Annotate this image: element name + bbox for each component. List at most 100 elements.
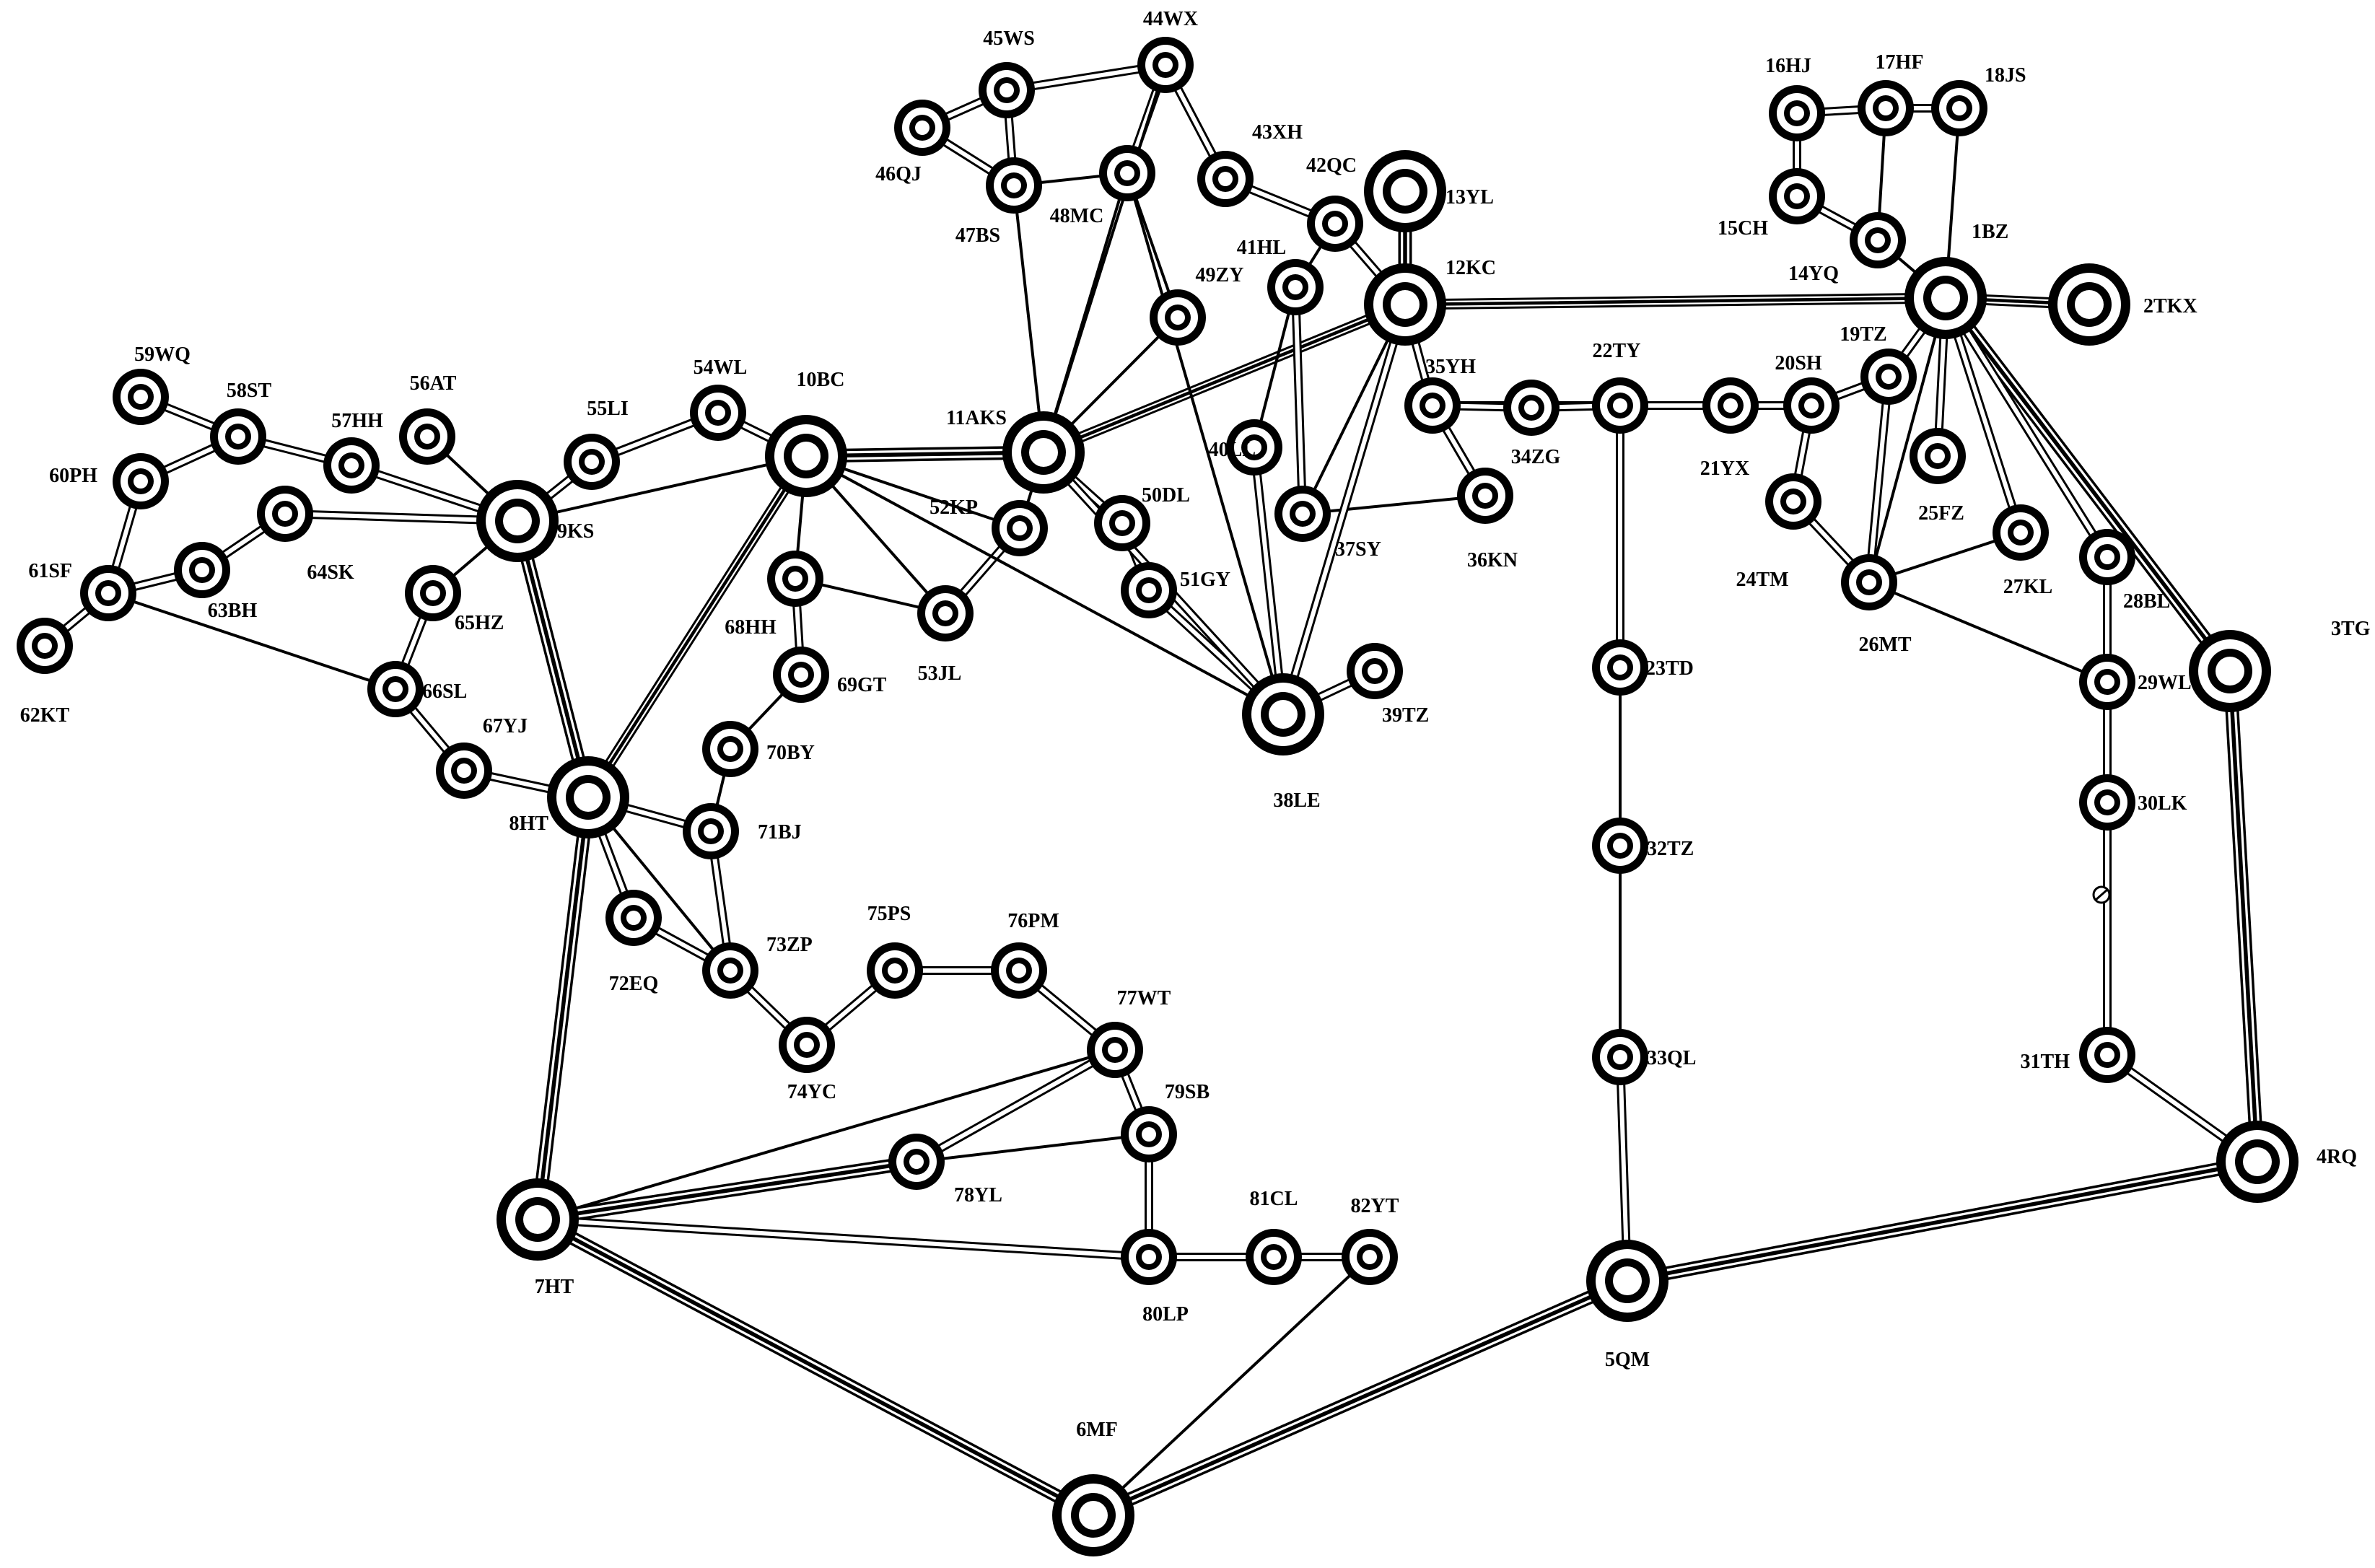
node-8HT[interactable]: [547, 756, 629, 838]
node-41HL[interactable]: [1267, 259, 1324, 315]
node-58ST[interactable]: [210, 408, 266, 465]
node-70BY[interactable]: [702, 721, 758, 777]
node-4RQ[interactable]: [2216, 1121, 2299, 1203]
node-79SB[interactable]: [1121, 1106, 1177, 1162]
node-45WS[interactable]: [979, 62, 1035, 118]
node-9KS[interactable]: [476, 480, 559, 562]
node-73ZP[interactable]: [702, 942, 758, 999]
node-57HH[interactable]: [323, 437, 380, 494]
node-26MT[interactable]: [1841, 554, 1897, 610]
node-7HT[interactable]: [497, 1178, 579, 1261]
node-2TKX[interactable]: [2048, 263, 2130, 346]
node-56AT[interactable]: [399, 408, 455, 465]
node-72EQ[interactable]: [605, 890, 662, 946]
node-51GY[interactable]: [1121, 562, 1177, 618]
edge-8HT-10BC: [582, 450, 812, 803]
node-18JS[interactable]: [1931, 80, 1987, 136]
node-label-30LK: 30LK: [2138, 792, 2187, 815]
node-label-54WL: 54WL: [694, 356, 748, 379]
node-50DL[interactable]: [1094, 495, 1150, 551]
node-1BZ[interactable]: [1904, 257, 1987, 339]
node-22TY[interactable]: [1592, 377, 1648, 434]
node-35YH[interactable]: [1404, 377, 1461, 434]
node-10BC[interactable]: [765, 415, 847, 497]
node-30LK[interactable]: [2079, 774, 2135, 831]
node-49ZY[interactable]: [1150, 289, 1206, 346]
node-69GT[interactable]: [773, 647, 829, 703]
node-77WT[interactable]: [1087, 1022, 1143, 1078]
node-14YQ[interactable]: [1850, 212, 1906, 268]
node-29WL[interactable]: [2079, 654, 2135, 710]
node-13YL[interactable]: [1364, 150, 1446, 232]
node-15CH[interactable]: [1769, 168, 1825, 224]
node-label-27KL: 27KL: [2003, 576, 2052, 598]
node-61SF[interactable]: [80, 565, 136, 621]
node-24TM[interactable]: [1765, 473, 1821, 530]
node-34ZG[interactable]: [1503, 380, 1560, 436]
node-label-34ZG: 34ZG: [1511, 446, 1561, 468]
node-label-76PM: 76PM: [1007, 910, 1059, 932]
node-19TZ[interactable]: [1860, 349, 1917, 405]
node-5QM[interactable]: [1586, 1240, 1668, 1322]
node-25FZ[interactable]: [1910, 428, 1966, 484]
node-44WX[interactable]: [1137, 37, 1194, 93]
node-59WQ[interactable]: [113, 369, 169, 425]
node-42QC[interactable]: [1307, 196, 1363, 252]
node-80LP[interactable]: [1121, 1229, 1177, 1285]
node-33QL[interactable]: [1592, 1029, 1648, 1085]
node-20SH[interactable]: [1783, 377, 1840, 434]
node-46QJ[interactable]: [894, 100, 950, 156]
node-47BS[interactable]: [986, 157, 1042, 214]
node-75PS[interactable]: [867, 942, 923, 999]
node-16HJ[interactable]: [1769, 85, 1825, 141]
node-11AKS[interactable]: [1002, 411, 1085, 494]
node-71BJ[interactable]: [683, 803, 739, 859]
node-label-39TZ: 39TZ: [1382, 704, 1429, 727]
node-32TZ[interactable]: [1592, 818, 1648, 874]
node-64SK[interactable]: [257, 486, 313, 542]
node-37SY[interactable]: [1274, 486, 1331, 542]
node-60PH[interactable]: [113, 453, 169, 509]
node-68HH[interactable]: [767, 551, 823, 607]
node-43XH[interactable]: [1197, 151, 1254, 207]
node-36KN[interactable]: [1457, 468, 1513, 524]
node-label-78YL: 78YL: [954, 1184, 1002, 1206]
node-6MF[interactable]: [1052, 1474, 1134, 1556]
node-27KL[interactable]: [1993, 504, 2049, 561]
node-52KP[interactable]: [992, 500, 1048, 556]
node-65HZ[interactable]: [405, 565, 461, 621]
edge-3TG-4RQ: [2223, 664, 2265, 1169]
node-31TH[interactable]: [2079, 1027, 2135, 1083]
node-label-55LI: 55LI: [587, 398, 629, 420]
node-38LE[interactable]: [1242, 673, 1324, 755]
edge-7HT-77WT: [536, 1048, 1116, 1221]
node-76PM[interactable]: [991, 942, 1047, 999]
node-53JL[interactable]: [917, 585, 974, 641]
node-74YC[interactable]: [779, 1017, 835, 1073]
node-label-18JS: 18JS: [1985, 64, 2026, 87]
node-48MC[interactable]: [1099, 145, 1155, 201]
node-label-67YJ: 67YJ: [483, 715, 528, 737]
node-28BL[interactable]: [2079, 529, 2135, 585]
node-40LL[interactable]: [1226, 419, 1282, 476]
node-82YT[interactable]: [1342, 1229, 1398, 1285]
node-21YX[interactable]: [1702, 377, 1759, 434]
node-label-4RQ: 4RQ: [2317, 1146, 2357, 1168]
node-12KC[interactable]: [1364, 263, 1446, 346]
node-67YJ[interactable]: [436, 743, 492, 799]
node-label-3TG: 3TG: [2331, 618, 2371, 640]
node-66SL[interactable]: [367, 661, 424, 717]
node-17HF[interactable]: [1858, 80, 1914, 136]
node-3TG[interactable]: [2189, 630, 2271, 712]
node-55LI[interactable]: [564, 434, 620, 490]
node-63BH[interactable]: [174, 542, 230, 598]
node-39TZ[interactable]: [1347, 643, 1403, 699]
node-label-1BZ: 1BZ: [1972, 221, 2008, 243]
node-81CL[interactable]: [1246, 1229, 1302, 1285]
node-23TD[interactable]: [1592, 639, 1648, 696]
node-54WL[interactable]: [690, 385, 746, 441]
node-label-8HT: 8HT: [509, 813, 549, 835]
node-62KT[interactable]: [17, 618, 73, 674]
node-label-2TKX: 2TKX: [2143, 295, 2197, 317]
node-78YL[interactable]: [888, 1134, 945, 1190]
